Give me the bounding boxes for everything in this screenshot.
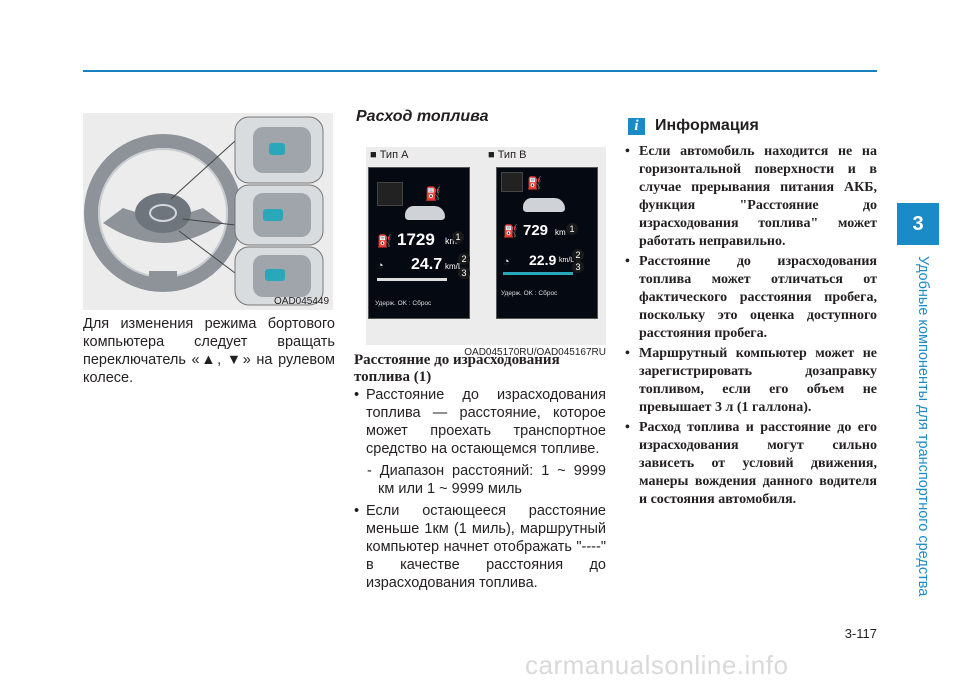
chapter-title-vertical: Удобные компоненты для транспортного сре… (915, 256, 931, 597)
display-icon-box (377, 182, 403, 206)
list-item-text: Расстояние до израсходования топлива — р… (366, 387, 606, 457)
info-title: Информация (655, 117, 759, 134)
cluster-display-figure: ■ Тип A ■ Тип B ⛽ ⛽ 1729 km ◔ 24.7 km/L … (366, 147, 606, 345)
distance-value-b: 729 (523, 222, 549, 239)
fuel-pump-icon: ⛽ (425, 186, 442, 201)
consumption-unit-b: km/L (559, 257, 575, 264)
list-item: • Расход топлива и расстояние до его изра… (625, 419, 877, 509)
distance-list: • Расстояние до израсходования топлива —… (354, 386, 606, 596)
distance-unit: km (445, 236, 457, 246)
bullet: • (625, 346, 630, 361)
section-title: Расход топлива (356, 108, 489, 125)
list-item-text: Расход топлива и расстояние до его израс… (639, 420, 877, 507)
callout-1b: 1 (566, 223, 578, 235)
distance-value: 1729 (397, 230, 435, 249)
consumption-unit: km/L (445, 262, 463, 271)
consumption-value-b: 22.9 (529, 252, 557, 268)
control-panel-top (234, 116, 324, 184)
range-sub-item: - Диапазон расстояний: 1 ~ 9999 км или 1… (367, 463, 606, 497)
reset-hint: Удерж. OK : Сброс (375, 300, 432, 307)
body-paragraph: Для изменения режима бортового компьютер… (83, 316, 335, 386)
figure-code: OAD045449 (274, 296, 330, 307)
list-item: • Маршрутный компьютер может не зарегистр… (625, 345, 877, 417)
type-a-label: ■ Тип A (370, 149, 409, 161)
chapter-number-badge: 3 (897, 203, 939, 245)
callout-3a: 3 (458, 267, 470, 279)
info-icon: i (628, 117, 645, 135)
list-item-text: Если остающееся расстояние меньше 1км (1… (366, 503, 606, 591)
fuel-bar-b (503, 272, 573, 275)
bullet: • (354, 503, 360, 519)
page-number: 3-117 (844, 626, 877, 641)
car-icon-b (523, 198, 565, 212)
list-item: • Если остающееся расстояние меньше 1км … (354, 502, 606, 592)
fuel-icon-b: ⛽ (503, 224, 518, 238)
list-item: • Если автомобиль находится не на горизон… (625, 143, 877, 251)
gauge-icon-b: ◔ (503, 256, 510, 268)
list-item: • Расстояние до израсходования топлива —… (354, 386, 606, 458)
cluster-a: ⛽ ⛽ 1729 km ◔ 24.7 km/L Удерж. OK : Сбро… (368, 167, 470, 319)
distance-unit-b: km (555, 228, 566, 237)
subheading: Расстояние до израсходования топлива (1) (354, 352, 560, 385)
type-b-label: ■ Тип B (488, 149, 527, 161)
bullet: • (354, 387, 360, 403)
header-rule (83, 70, 877, 72)
cluster-b: ⛽ ⛽ 729 km ◔ 22.9 km/L Удерж. OK : Сброс (496, 167, 598, 319)
list-item-text: Если автомобиль находится не на горизонт… (639, 144, 877, 249)
list-item: • Расстояние до израсходования топлива мо… (625, 253, 877, 343)
list-item-text: Маршрутный компьютер может не зарегистри… (639, 346, 877, 415)
figure-code-2: OAD045170RU/OAD045167RU (464, 347, 606, 358)
display-icon-box-b (501, 172, 523, 192)
steering-wheel-figure: OAD045449 (83, 113, 333, 310)
list-item-text: Расстояние до израсходования топлива мож… (639, 254, 877, 341)
reset-hint-b: Удерж. OK : Сброс (501, 290, 558, 297)
callout-2a: 2 (458, 253, 470, 265)
car-icon (405, 206, 445, 220)
steering-wheel-illustration (84, 116, 324, 306)
watermark: carmanualsonline.info (525, 650, 789, 680)
callout-2b: 2 (572, 249, 584, 261)
control-panel-bottom (234, 246, 324, 306)
bullet: • (625, 254, 630, 269)
callout-1a: 1 (452, 231, 464, 243)
fuel-pump-icon-b: ⛽ (527, 176, 542, 190)
info-list: • Если автомобиль находится не на горизон… (625, 143, 877, 511)
info-header: i Информация (628, 117, 759, 135)
control-panel-middle (234, 184, 324, 246)
gauge-icon: ◔ (377, 260, 384, 272)
fuel-bar (377, 278, 447, 281)
consumption-value: 24.7 (411, 256, 443, 273)
bullet: • (625, 420, 630, 435)
callout-3b: 3 (572, 261, 584, 273)
bullet: • (625, 144, 630, 159)
fuel-icon: ⛽ (377, 234, 392, 248)
